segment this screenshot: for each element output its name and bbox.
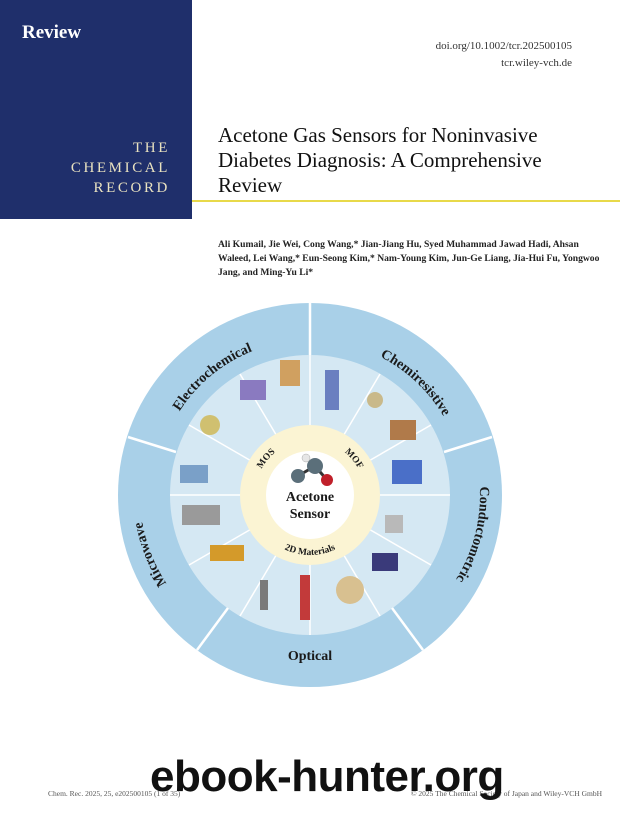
section-label: Review — [22, 22, 82, 43]
watermark: ebook-hunter.org — [150, 752, 504, 801]
center-disc — [266, 451, 354, 539]
journal-name-line: CHEMICAL — [70, 160, 170, 176]
title-divider — [192, 200, 620, 202]
ring-dividers — [127, 303, 493, 651]
inner-label-2d-materials: 2D Materials — [283, 543, 337, 558]
site-link[interactable]: tcr.wiley-vch.de — [501, 57, 572, 69]
author-list: Ali Kumail, Jie Wei, Cong Wang,* Jian-Ji… — [218, 239, 600, 278]
segment-illustrations — [180, 360, 422, 620]
sensor-wheel-figure: Acetone Sensor MOS MOF 2D Materials Elec… — [118, 303, 502, 687]
acetone-molecule-icon — [291, 453, 333, 486]
journal-name-line: RECORD — [93, 180, 170, 196]
citation: Chem. Rec. 2025, 25, e202500105 (1 of 35… — [48, 789, 181, 798]
center-label: Sensor — [290, 507, 330, 522]
journal-name: THE CHEMICAL RECORD — [0, 138, 170, 198]
journal-name-line: THE — [133, 140, 170, 156]
doi-block: doi.org/10.1002/tcr.202500105 tcr.wiley-… — [436, 38, 572, 72]
outer-label-optical: Optical — [288, 649, 332, 664]
doi-link[interactable]: doi.org/10.1002/tcr.202500105 — [435, 40, 572, 52]
center-label: Acetone — [286, 490, 334, 505]
article-title: Acetone Gas Sensors for Noninvasive Diab… — [218, 123, 542, 197]
journal-header-panel: Review THE CHEMICAL RECORD — [0, 0, 192, 219]
copyright: © 2025 The Chemical Society of Japan and… — [410, 789, 602, 798]
